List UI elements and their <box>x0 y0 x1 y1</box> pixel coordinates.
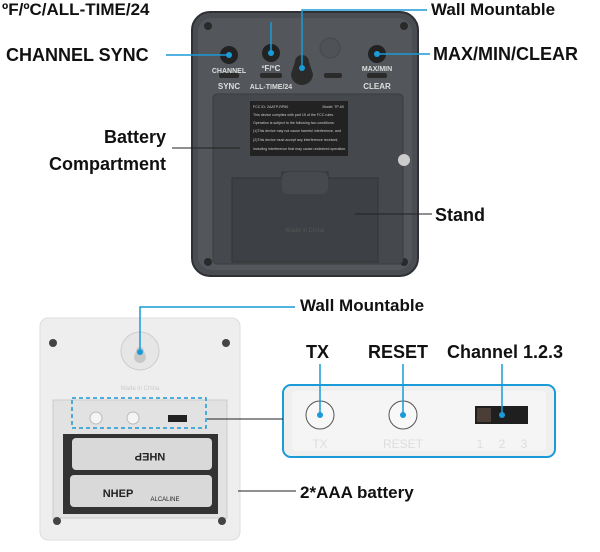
channel-switch[interactable] <box>168 415 187 422</box>
reset-label: RESET <box>383 437 424 451</box>
bottom-callout-lines <box>139 306 503 415</box>
screw-icon <box>400 22 408 30</box>
stand-text: Made in China <box>286 228 325 234</box>
callout-channel-sync: CHANNEL SYNC <box>6 45 149 65</box>
screw-icon <box>204 258 212 266</box>
sync-label: SYNC <box>218 82 240 91</box>
screw-icon <box>204 22 212 30</box>
callout-battery-line1: Battery <box>103 127 166 147</box>
fcc-line: Operation is subject to the following tw… <box>253 121 335 125</box>
battery <box>72 438 212 470</box>
channel-2-label: 2 <box>499 437 506 451</box>
all-time-label: ALL-TIME/24 <box>250 84 292 91</box>
screw-icon <box>49 339 57 347</box>
tx-button[interactable] <box>89 411 103 425</box>
bottom-device: Made in China NHEP NHEP ALCALINE <box>39 317 241 541</box>
top-device: CHANNEL SYNC ºF/ºC ALL-TIME/24 MAX/MIN C… <box>191 11 419 277</box>
top-black-lines <box>172 147 432 215</box>
top-callout-lines <box>166 9 430 68</box>
callout-stand: Stand <box>435 205 486 225</box>
channel-1-label: 1 <box>477 437 484 451</box>
fcc-line: This device complies with part 15 of the… <box>253 113 334 117</box>
fcc-model: Model: TP-60 <box>322 105 344 109</box>
detail-panel: TX RESET 1 2 3 <box>282 384 556 458</box>
screw-icon <box>218 517 226 525</box>
screw-icon <box>222 339 230 347</box>
callout-battery: 2*AAA battery <box>300 483 414 502</box>
channel-label: CHANNEL <box>212 68 247 75</box>
fcc-line: (1)This device may not cause harmful int… <box>253 129 341 133</box>
callout-battery-line2: Compartment <box>48 154 166 174</box>
fcc-label <box>250 101 348 156</box>
battery-type: ALCALINE <box>150 497 179 503</box>
made-in-text: Made in China <box>121 386 160 392</box>
tx-label: TX <box>312 437 327 451</box>
callout-temp-unit: ºF/ºC/ALL-TIME/24 <box>2 0 150 19</box>
callout-reset: RESET <box>368 342 429 362</box>
channel-3-label: 3 <box>521 437 528 451</box>
battery <box>70 475 212 507</box>
max-min-label: MAX/MIN <box>362 66 392 73</box>
callout-max-min-clear: MAX/MIN/CLEAR <box>433 44 578 64</box>
callout-wall-mountable-bottom: Wall Mountable <box>300 296 425 315</box>
fcc-line: including interference that may cause un… <box>253 147 346 151</box>
callout-channel: Channel 1.2.3 <box>447 342 564 362</box>
battery-brand: NHEP <box>135 450 166 462</box>
fcc-line: (2)This device must accept any interfere… <box>253 138 338 142</box>
fcc-id: FCC ID: 2AATP-RP60 <box>253 105 288 109</box>
screw-icon <box>53 517 61 525</box>
clear-label: CLEAR <box>363 82 391 91</box>
callout-tx: TX <box>306 342 330 362</box>
f-c-label: ºF/ºC <box>262 64 281 73</box>
reset-button[interactable] <box>126 411 140 425</box>
battery-brand: NHEP <box>103 488 134 500</box>
callout-wall-mountable-top: Wall Mountable <box>431 0 556 19</box>
